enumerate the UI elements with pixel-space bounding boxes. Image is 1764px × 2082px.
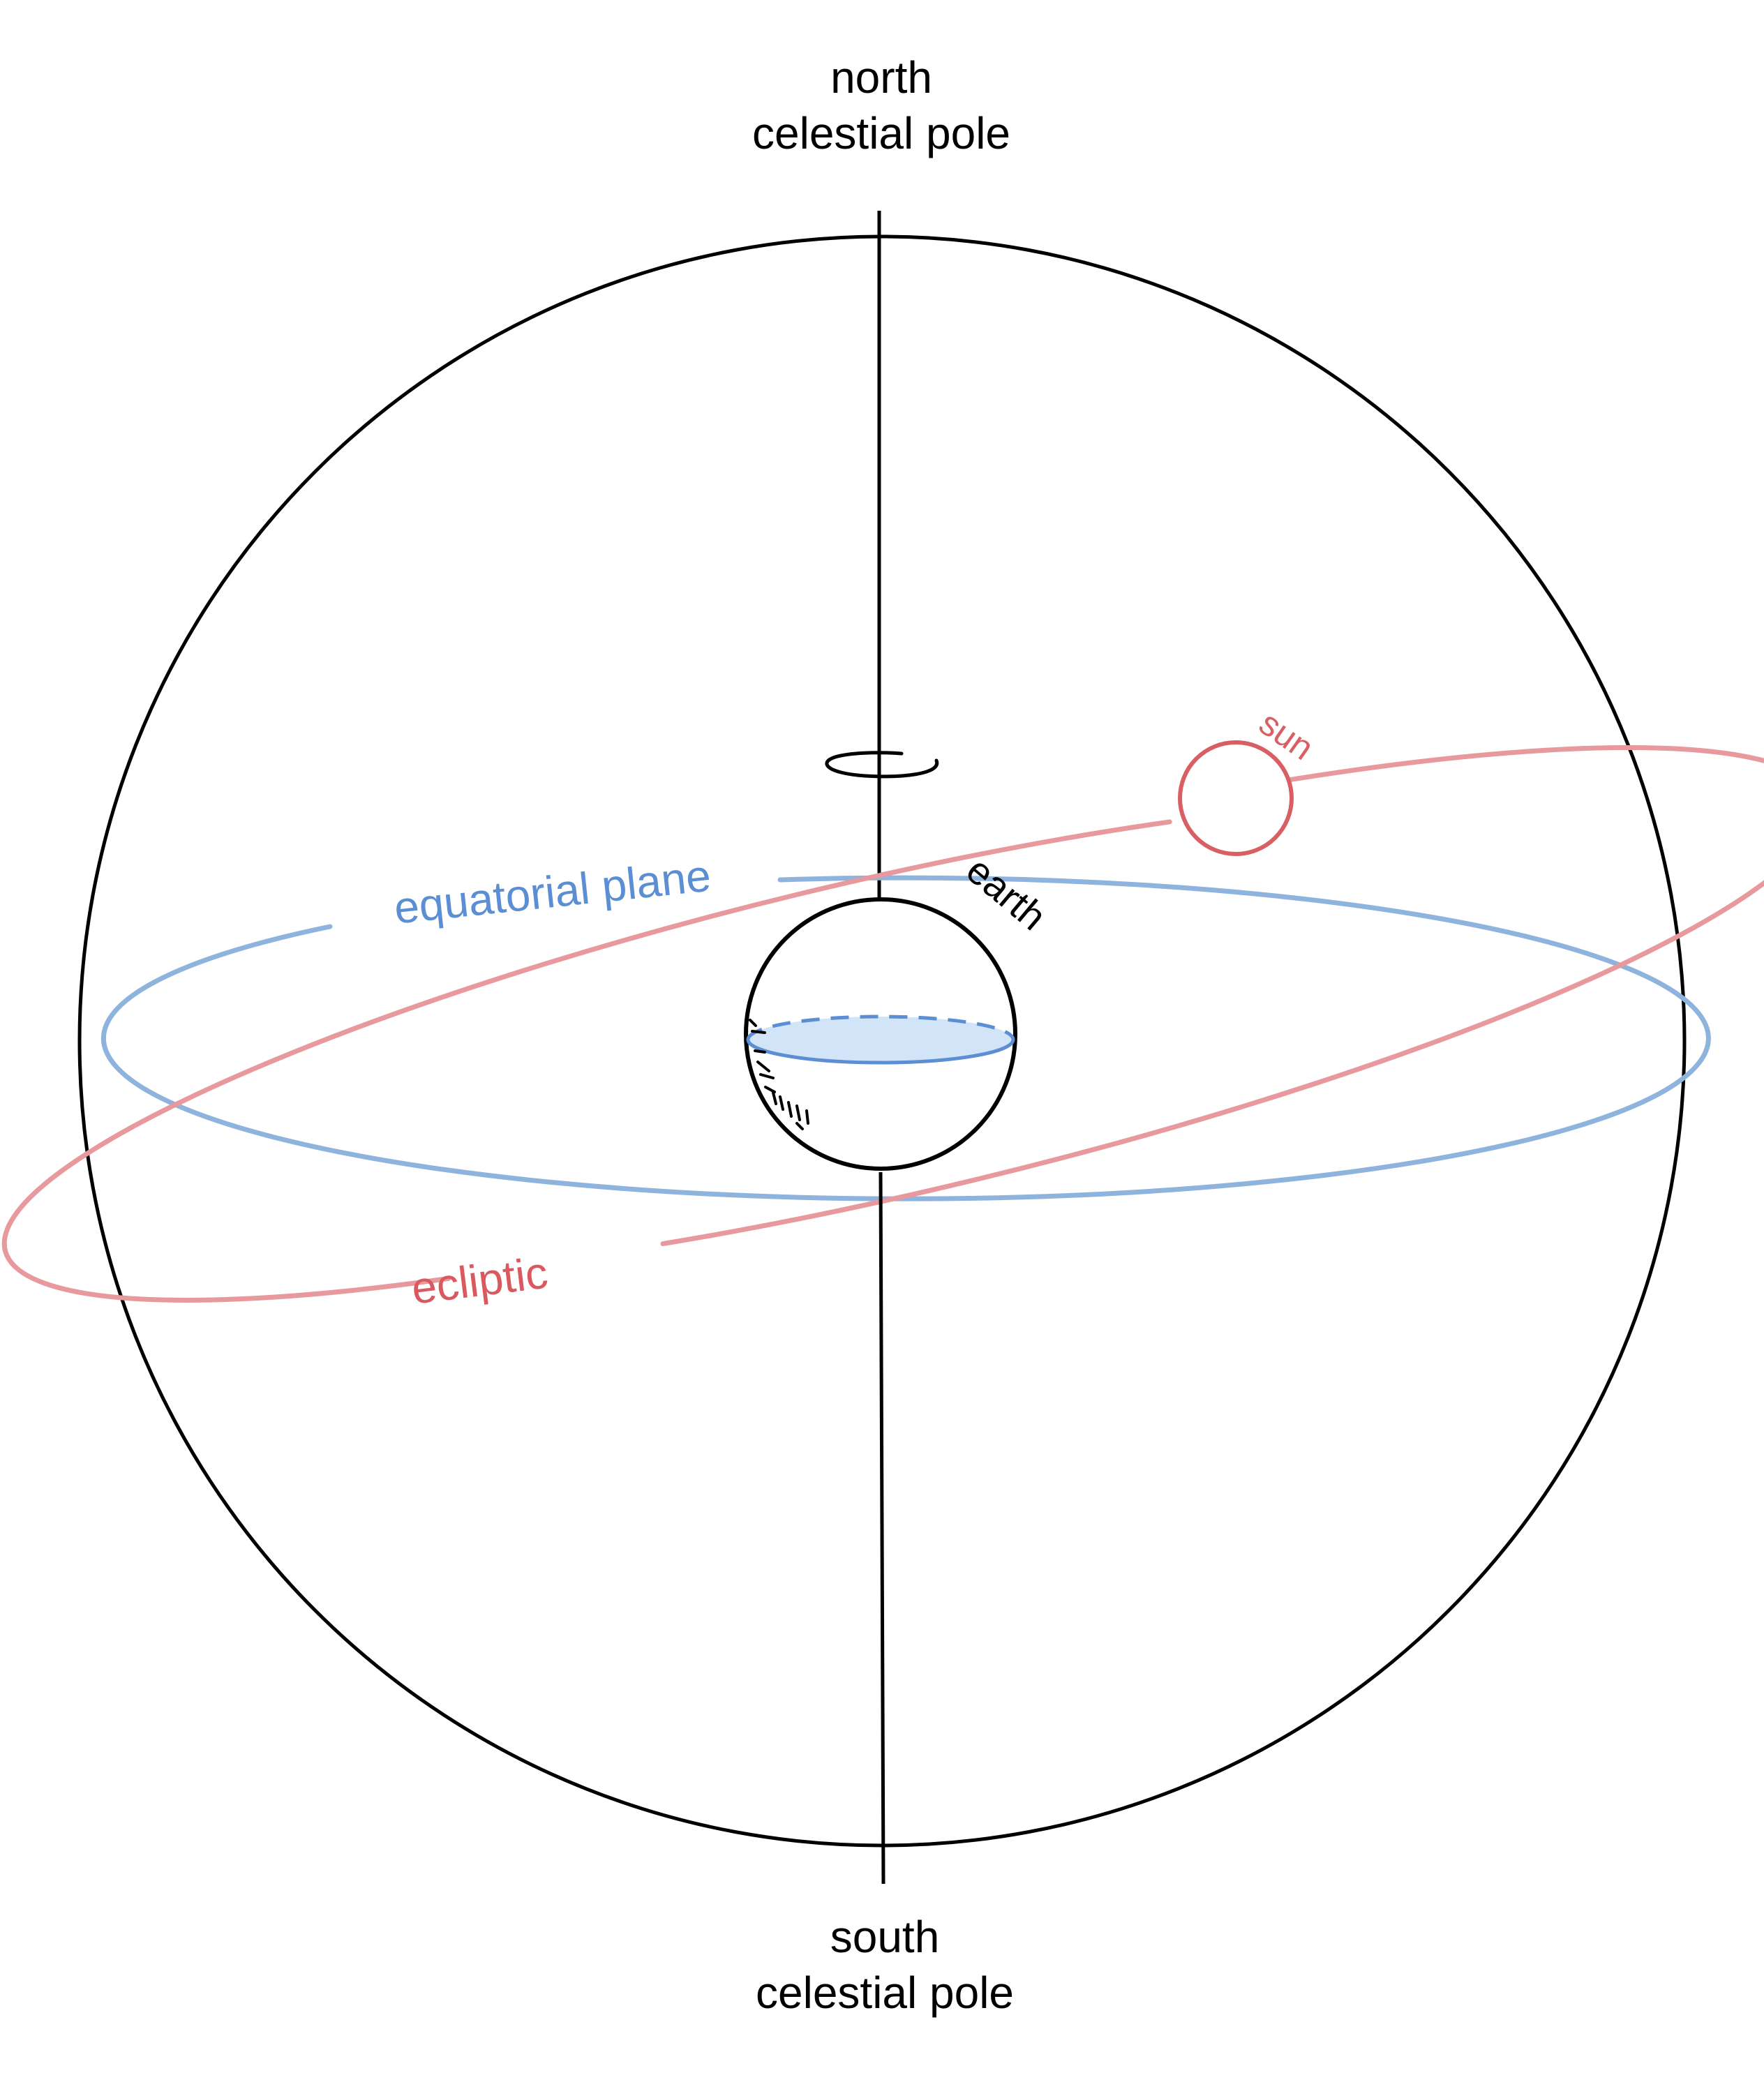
ecliptic-label: ecliptic [409, 1248, 551, 1314]
ecliptic-ellipse-right [660, 744, 1764, 1247]
north-pole-label-line1: north [830, 52, 932, 103]
rotation-arrow-icon [825, 751, 939, 779]
earth-equator-front [746, 1039, 1015, 1065]
earth-equator-fill [748, 1017, 1013, 1063]
ecliptic-group [1, 744, 1764, 1303]
earth-shading [749, 1019, 809, 1130]
ecliptic-ellipse-left [1, 819, 1172, 1303]
earth-label: earth [958, 848, 1054, 938]
north-pole-label-line2: celestial pole [752, 108, 1010, 158]
sun-icon [1178, 740, 1294, 856]
south-pole-label-line1: south [830, 1912, 940, 1962]
south-pole-label-line2: celestial pole [756, 1968, 1014, 2018]
equatorial-plane-ellipse [100, 875, 1711, 1201]
celestial-axis-lower [879, 1171, 885, 1885]
equatorial-plane-label: equatorial plane [391, 851, 712, 934]
